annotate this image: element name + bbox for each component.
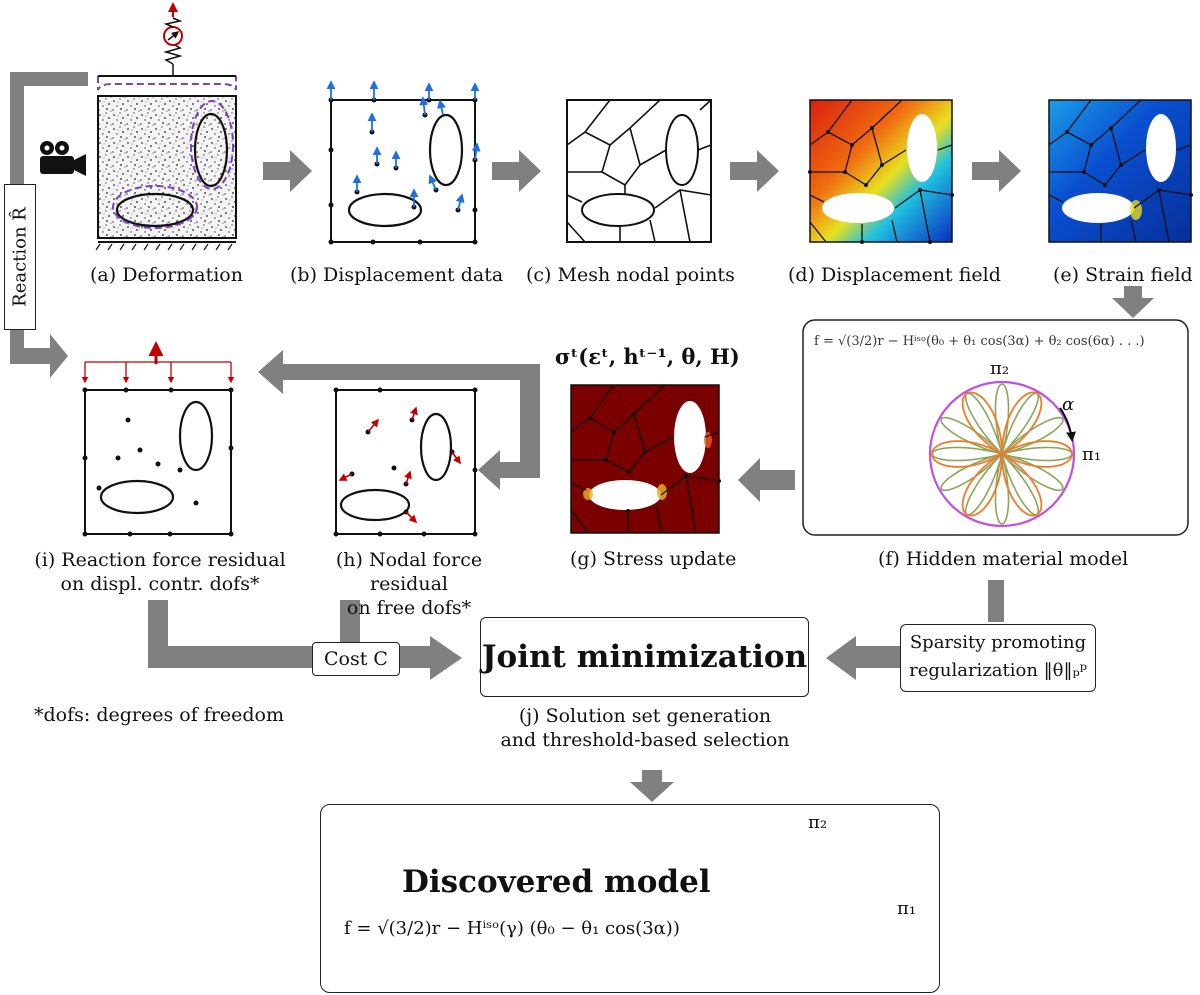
panel-c-mesh <box>566 99 712 243</box>
caption-h-line1: (h) Nodal force residual <box>335 549 483 595</box>
cost-box: Cost C <box>312 642 400 676</box>
panel-d-displacement-field <box>808 99 954 244</box>
panel-h-nodal-residual <box>333 387 478 537</box>
panel-e-strain-field <box>1048 99 1193 243</box>
caption-c: (c) Mesh nodal points <box>526 264 735 286</box>
discovered-pi1-label: π₁ <box>897 898 917 919</box>
sparsity-box: Sparsity promoting regularization ‖θ‖ₚᵖ <box>900 624 1096 692</box>
caption-h-line2: on free dofs* <box>346 597 472 619</box>
sparsity-line1: Sparsity promoting <box>909 632 1087 653</box>
panel-g-stress-update <box>570 384 721 534</box>
polar-curve-cos3a <box>931 391 1073 517</box>
arrow-j-to-discovered <box>630 770 674 802</box>
caption-j-line1: (j) Solution set generation <box>518 705 772 727</box>
caption-i: (i) Reaction force residual on displ. co… <box>20 548 300 596</box>
sparsity-line2: regularization ‖θ‖ₚᵖ <box>909 660 1087 681</box>
arrow-e-to-f <box>1112 286 1154 318</box>
rose-curve-orange <box>931 391 1073 517</box>
caption-j-line2: and threshold-based selection <box>500 729 790 751</box>
pi1-label: π₁ <box>1082 444 1102 465</box>
alpha-label: α <box>1062 394 1075 415</box>
panel-a-deformation <box>40 2 237 251</box>
discovered-pi2-label: π₂ <box>808 812 828 833</box>
joint-minimization-label: Joint minimization <box>481 639 808 675</box>
panel-i-reaction-residual <box>81 341 235 537</box>
reaction-label: Reaction R̂ <box>9 207 31 307</box>
caption-e: (e) Strain field <box>1053 264 1193 286</box>
arrow-b-to-c <box>492 150 541 192</box>
hidden-model-equation: f = √(3/2)r − Hⁱˢᵒ(θ₀ + θ₁ cos(3α) + θ₂ … <box>814 334 1145 349</box>
caption-b: (b) Displacement data <box>290 264 504 286</box>
reaction-feedback-arrow <box>10 72 88 378</box>
cost-label: Cost C <box>324 648 388 670</box>
arrow-sparsity-to-joint <box>826 636 900 680</box>
video-camera-icon <box>40 141 86 176</box>
arrow-d-to-e <box>972 150 1021 192</box>
arrow-c-to-d <box>730 150 779 192</box>
caption-i-line1: (i) Reaction force residual <box>34 549 286 571</box>
dofs-footnote: *dofs: degrees of freedom <box>34 704 284 726</box>
panel-f-hidden-model <box>802 319 1189 536</box>
arrow-a-to-b <box>263 150 312 192</box>
discovered-model-title: Discovered model <box>402 864 711 900</box>
stress-equation: σᵗ(εᵗ, hᵗ⁻¹, θ, H) <box>555 344 740 369</box>
caption-h: (h) Nodal force residual on free dofs* <box>294 548 524 620</box>
discovered-model-box <box>320 804 940 993</box>
force-gauge-icon <box>163 2 183 76</box>
arrow-f-to-g <box>738 458 795 502</box>
caption-j: (j) Solution set generation and threshol… <box>460 704 830 752</box>
caption-f: (f) Hidden material model <box>878 548 1129 570</box>
caption-a: (a) Deformation <box>90 264 243 286</box>
caption-i-line2: on displ. contr. dofs* <box>60 573 260 595</box>
discovered-model-equation: f = √(3/2)r − Hⁱˢᵒ(γ) (θ₀ − θ₁ cos(3α)) <box>344 918 680 939</box>
arrow-f-to-sparsity <box>988 580 1004 622</box>
reaction-label-box: Reaction R̂ <box>4 184 36 330</box>
arrow-g-to-i <box>258 350 540 490</box>
caption-d: (d) Displacement field <box>788 264 1001 286</box>
joint-minimization-box: Joint minimization <box>480 617 809 697</box>
caption-g: (g) Stress update <box>570 548 737 570</box>
panel-b-displacement-data <box>326 80 481 245</box>
pi2-label: π₂ <box>990 358 1010 379</box>
